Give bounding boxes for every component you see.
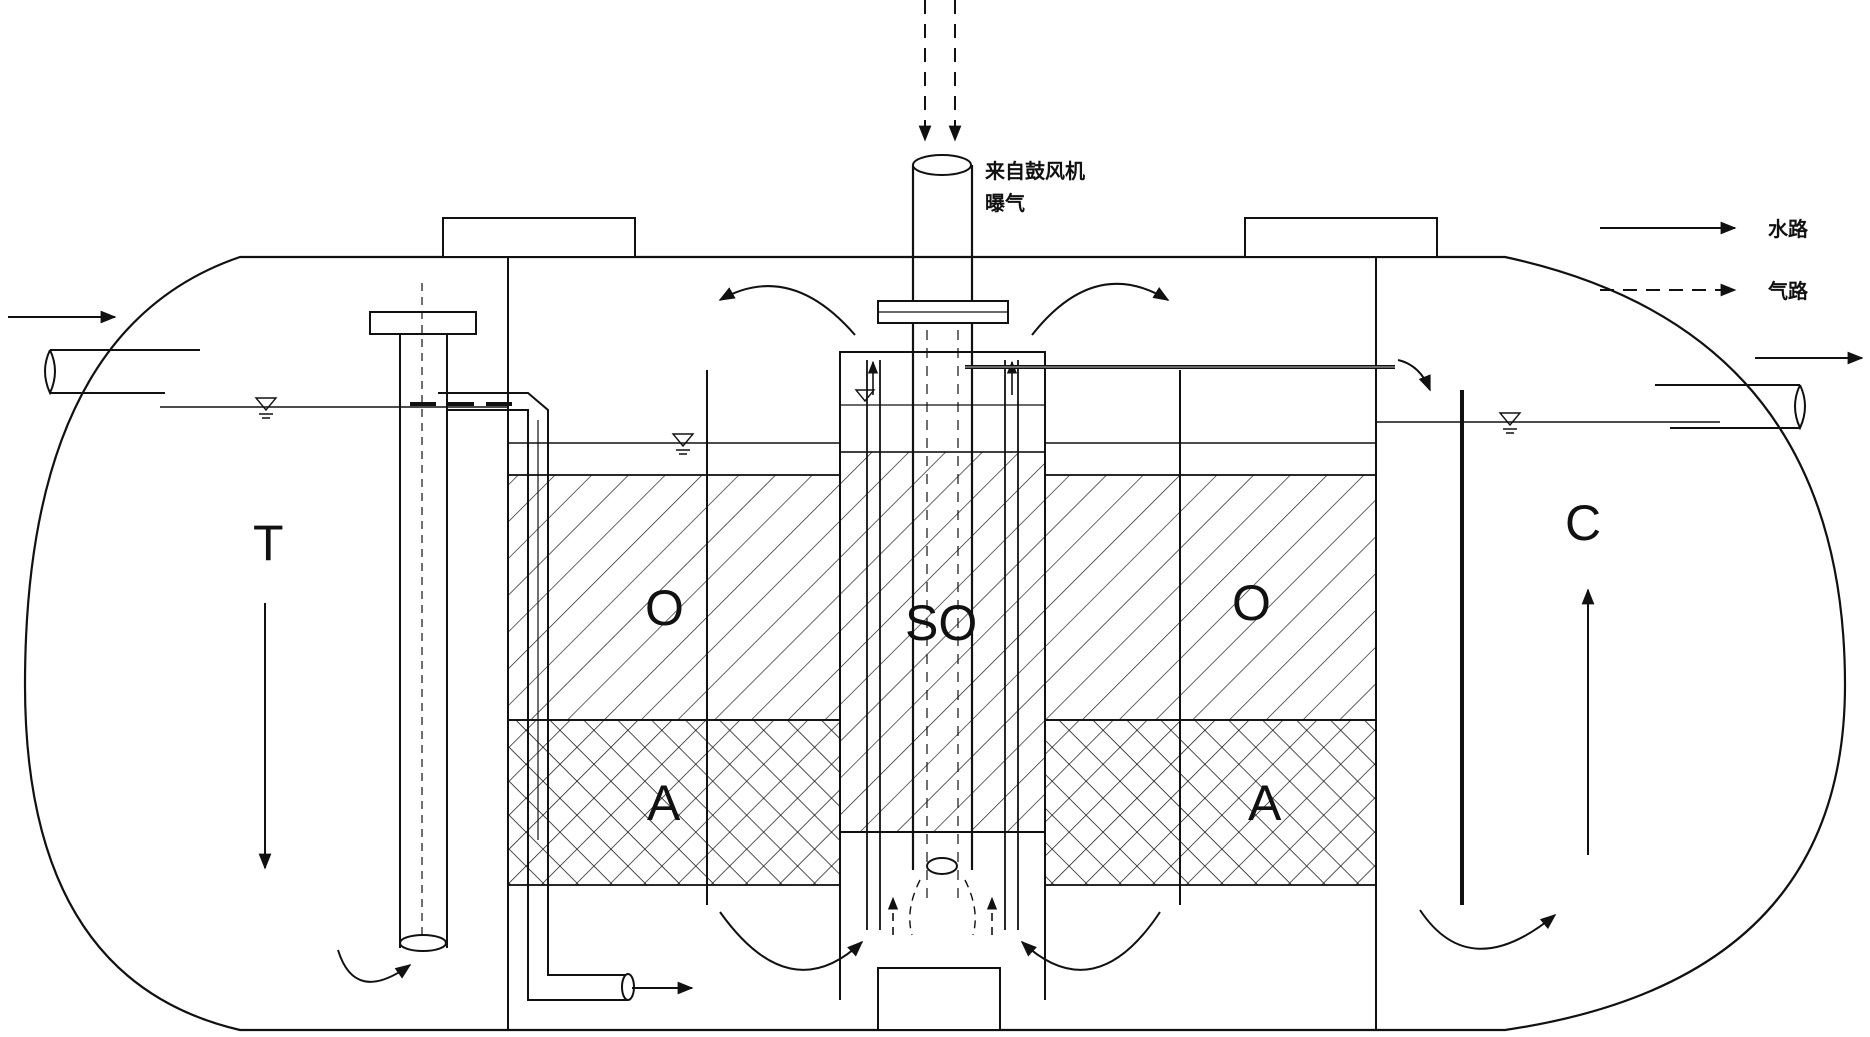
- water-level-symbol-right: [1498, 412, 1522, 434]
- right-bottom-circulation-arrow: [1020, 911, 1161, 971]
- so-air-tubes: [866, 330, 1019, 930]
- bottom-block: [877, 967, 1001, 1031]
- left-bottom-circulation-arrow: [719, 911, 864, 971]
- legend: 水路 气路: [1600, 217, 1809, 303]
- legend-air-label: 气路: [1767, 279, 1809, 303]
- water-level-symbol-left: [254, 397, 278, 419]
- outlet-pipe: [1655, 384, 1806, 431]
- right-a-media: [1044, 719, 1377, 886]
- t-chamber-pipe: [369, 283, 477, 952]
- water-level-symbol-left-chamber: [671, 433, 695, 455]
- zone-o-left-label: O: [645, 580, 684, 636]
- left-top-circulation-arrow: [718, 285, 856, 336]
- zone-o-right-label: O: [1232, 575, 1271, 631]
- blower-label-line2: 曝气: [985, 191, 1025, 215]
- zone-c-label: C: [1565, 495, 1601, 551]
- legend-water-label: 水路: [1768, 217, 1809, 241]
- zone-a-left-label: A: [647, 775, 681, 831]
- zone-t-label: T: [253, 515, 284, 571]
- air-supply-pipe: [877, 154, 1009, 875]
- tank-shell: [23, 255, 1847, 1032]
- so-bottom-flow-1: [909, 879, 921, 936]
- left-a-media: [507, 719, 841, 886]
- transfer-drop-arrow: [1397, 359, 1431, 392]
- so-media: [839, 451, 1046, 833]
- manhole-left: [442, 217, 636, 258]
- clarifier-return-arrow: [1419, 909, 1557, 950]
- right-o-media: [1044, 474, 1377, 721]
- zone-so-label: SO: [905, 595, 977, 651]
- inlet-pipe: [44, 349, 200, 396]
- t-chamber-return-arrow: [337, 949, 412, 983]
- zone-a-right-label: A: [1248, 775, 1282, 831]
- water-level-symbol-so: [854, 389, 876, 403]
- right-top-circulation-arrow: [1031, 282, 1170, 336]
- manhole-right: [1244, 217, 1438, 258]
- so-bottom-flow-2: [964, 879, 976, 936]
- blower-label-line1: 来自鼓风机: [984, 159, 1085, 183]
